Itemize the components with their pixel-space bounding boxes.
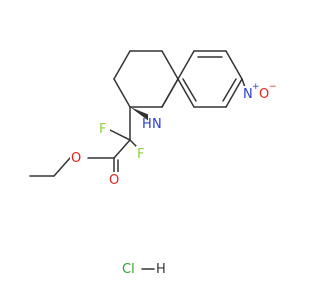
saturated-ring-bonds	[113, 50, 179, 108]
nitro-n-label: N	[243, 87, 253, 102]
bond-c4a-c5	[177, 50, 195, 80]
chlorine-label: Cl	[122, 262, 135, 277]
bond-c7-c8	[225, 78, 243, 108]
salt-hydrogen-label: H	[156, 262, 166, 277]
bond-cf2-f1	[109, 129, 131, 141]
bond-c8a-aromatic	[177, 78, 195, 108]
nitro-o-label: O	[259, 87, 269, 102]
double-bond-c7-c8	[222, 78, 237, 102]
nitro-minus-charge: −	[269, 82, 277, 92]
double-bond-c8a-c4a	[182, 78, 197, 102]
fluorine-label-1: F	[99, 122, 106, 137]
bond-cf2-carbonyl	[113, 139, 131, 159]
molecule-structure: F F H N N + O − O O Cl H	[29, 50, 277, 277]
atom-labels: F F H N N + O − O O	[70, 82, 277, 188]
aromatic-ring-bonds	[177, 50, 243, 108]
amino-n-label: N	[152, 117, 162, 132]
fluorine-label-2: F	[137, 147, 144, 162]
bond-ether-ch2	[53, 157, 71, 177]
carbonyl-o-label: O	[109, 173, 119, 188]
amino-h-label: H	[142, 117, 152, 132]
hydrochloride-salt: Cl H	[122, 262, 166, 277]
stereo-wedge-bond	[130, 107, 152, 122]
bond-c2-c3	[113, 50, 131, 80]
bond-c1-c2	[113, 78, 131, 108]
bond-ring-fusion	[161, 78, 179, 108]
bond-c4-c4a	[161, 50, 179, 80]
nitro-plus-charge: +	[252, 82, 260, 92]
bond-c6-c7	[225, 50, 243, 80]
ether-o-label: O	[71, 151, 81, 166]
